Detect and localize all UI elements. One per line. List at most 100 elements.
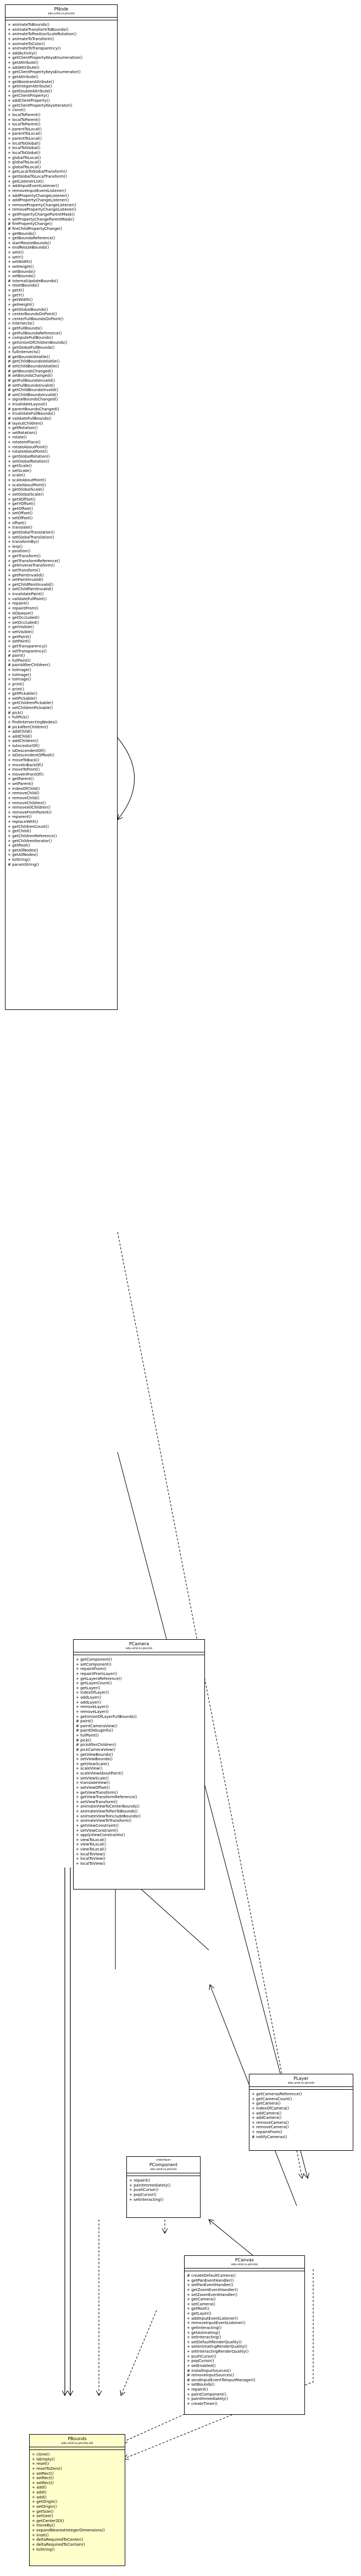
- method-item: + rotateInPlace(): [8, 440, 41, 444]
- method-item: + centerBoundsOnPoint(): [8, 312, 57, 317]
- edge-pnode-right-solid: [117, 1452, 308, 2178]
- method-item: + intersects(): [8, 321, 35, 326]
- class-name: PBounds: [68, 2436, 87, 2441]
- method-item: + removeInputEventListener(): [187, 2321, 246, 2326]
- method-item: + globalToLocal(): [8, 155, 41, 160]
- method-item: # getBoundsChanged(): [8, 369, 53, 374]
- method-item: + addChildren(): [8, 739, 38, 744]
- method-item: + setOffset(): [8, 511, 33, 516]
- edge-pcanvas-pbounds: [122, 2398, 220, 2442]
- method-item: # paintDebugInfo(): [76, 1728, 113, 1733]
- method-item: + getPaint(): [8, 634, 31, 639]
- method-item: + globalToLocal(): [8, 164, 41, 169]
- method-item: + localToGlobal(): [8, 150, 41, 155]
- method-item: + setZoomEventHandler(): [187, 2292, 238, 2297]
- method-item: + pushCursor(): [187, 2354, 216, 2359]
- method-item: + getLayer(): [187, 2311, 212, 2316]
- method-item: # paramString(): [8, 862, 40, 867]
- method-item: + localToGlobal(): [8, 141, 41, 146]
- method-item: + viewToLocal(): [76, 1837, 107, 1842]
- class-package: edu.umd.cs.piccolo.util: [61, 2442, 93, 2445]
- method-item: + setRect(): [32, 2480, 54, 2485]
- method-item: + getAllNodes(): [8, 853, 38, 858]
- method-item: + getOccluded(): [8, 616, 40, 620]
- edge-pcanvas-pcamera: [209, 2220, 253, 2256]
- method-item: + animateToTransform(): [8, 36, 54, 41]
- method-item: + setViewConstraint(): [76, 1828, 119, 1833]
- method-item: + getChildrenCount(): [8, 824, 49, 829]
- method-item: + position(): [8, 549, 31, 554]
- method-item: + deltaRequiredToCenter(): [32, 2537, 84, 2542]
- method-item: + getInverseTransform(): [8, 563, 55, 568]
- method-item: + getDoubleAttribute(): [8, 89, 52, 94]
- method-item: + toString(): [8, 858, 31, 862]
- method-item: + setInteracting(): [129, 2197, 164, 2202]
- method-item: + paintComponent(): [187, 2392, 227, 2397]
- method-item: + getParent(): [8, 777, 34, 782]
- method-item: + getAnimating(): [187, 2330, 220, 2335]
- class-pbounds[interactable]: PBounds edu.umd.cs.piccolo.util + clone(…: [29, 2434, 125, 2566]
- class-pcamera[interactable]: PCamera edu.umd.cs.piccolo + getComponen…: [73, 1639, 205, 1890]
- method-item: # paint(): [8, 653, 25, 658]
- method-item: # notifyCameras(): [252, 2134, 287, 2139]
- method-item: + getGlobalTranslation(): [8, 530, 55, 535]
- method-item: + getCameraCount(): [252, 2096, 292, 2101]
- method-item: + scaleAboutPoint(): [8, 478, 46, 482]
- method-item: + scale(): [8, 473, 25, 478]
- method-item: + setEnabled(): [187, 2363, 216, 2368]
- method-item: + getRoot(): [187, 2306, 209, 2311]
- method-item: + scaleAboutPoint(): [8, 482, 46, 487]
- method-item: + moveBy(): [32, 2523, 55, 2528]
- method-item: # pick(): [8, 710, 23, 715]
- method-item: + isAncestorOf(): [8, 744, 40, 748]
- method-item: # fireChildPropertyChange(): [8, 226, 63, 231]
- method-item: + getPanEventHandler(): [187, 2278, 234, 2283]
- method-item: + setBounds(): [8, 269, 36, 274]
- class-player[interactable]: PLayer edu.umd.cs.piccolo + getCamerasRe…: [249, 2074, 353, 2151]
- method-item: + removePropertyChangeListener(): [8, 207, 76, 212]
- method-item: + setInteracting(): [187, 2335, 221, 2340]
- class-pnode[interactable]: PNode edu.umd.cs.piccolo + animateToBoun…: [5, 4, 118, 1010]
- attributes-compartment: [30, 2447, 125, 2449]
- method-item: # getChildBoundsInvalid(): [8, 388, 59, 393]
- method-item: # sendInputEventToInputManager(): [187, 2377, 256, 2382]
- class-package: edu.umd.cs.piccolo: [125, 1647, 153, 1650]
- method-item: + setY(): [8, 255, 24, 260]
- method-item: + getZoomEventHandler(): [187, 2287, 238, 2292]
- method-item: # pickAfterChildren(): [76, 1743, 116, 1748]
- method-item: # getFullBoundsInvalid(): [8, 378, 55, 383]
- method-item: + getWidth(): [8, 298, 33, 303]
- method-item: + moveToBack(): [8, 757, 40, 762]
- method-item: + setCamera(): [187, 2302, 215, 2306]
- class-pcanvas[interactable]: PCanvas edu.umd.cs.piccolo # createDefau…: [184, 2255, 305, 2415]
- method-item: + removeAllChildren(): [8, 805, 51, 810]
- method-item: + indexOfCamera(): [252, 2106, 290, 2111]
- method-item: + reset(): [32, 2462, 49, 2467]
- method-item: + setGlobalTranslation(): [8, 535, 54, 540]
- method-item: + repaintFrom(): [8, 606, 38, 611]
- method-item: + getFullBounds(): [8, 326, 43, 331]
- methods-compartment-divider: [185, 2271, 304, 2273]
- method-item: + viewToLocal(): [76, 1842, 107, 1847]
- method-item: + isDescendentOf(): [8, 748, 46, 753]
- method-item: + addClientProperty(): [8, 98, 50, 103]
- class-package: edu.umd.cs.piccolo: [150, 2168, 177, 2171]
- method-item: + offset(): [8, 520, 26, 525]
- method-item: + getPaintInvalid(): [8, 573, 44, 578]
- method-item: + animateTransformToBounds(): [8, 27, 69, 32]
- method-item: + removeChildren(): [8, 800, 46, 805]
- method-item: + endResizeBounds(): [8, 245, 49, 250]
- method-item: + setInteractingRenderQuality(): [187, 2349, 249, 2354]
- method-item: + getAllNodes(): [8, 848, 38, 853]
- method-item: # paint(): [76, 1719, 93, 1724]
- class-pcomponent[interactable]: «interface» PComponent edu.umd.cs.piccol…: [126, 2156, 201, 2218]
- method-item: + setPaintInvalid(): [8, 578, 43, 583]
- method-item: # setChildBoundsInvalid(): [8, 392, 58, 397]
- method-item: + replaceWith(): [8, 820, 38, 824]
- method-item: + setOffset(): [8, 516, 33, 520]
- method-item: + getY(): [8, 293, 24, 298]
- method-item: + invalidatePaint(): [8, 592, 44, 596]
- method-item: + invalidateFullBounds(): [8, 411, 55, 416]
- method-item: + setOrigin(): [32, 2504, 57, 2509]
- method-item: + fullPaint(): [76, 1733, 99, 1738]
